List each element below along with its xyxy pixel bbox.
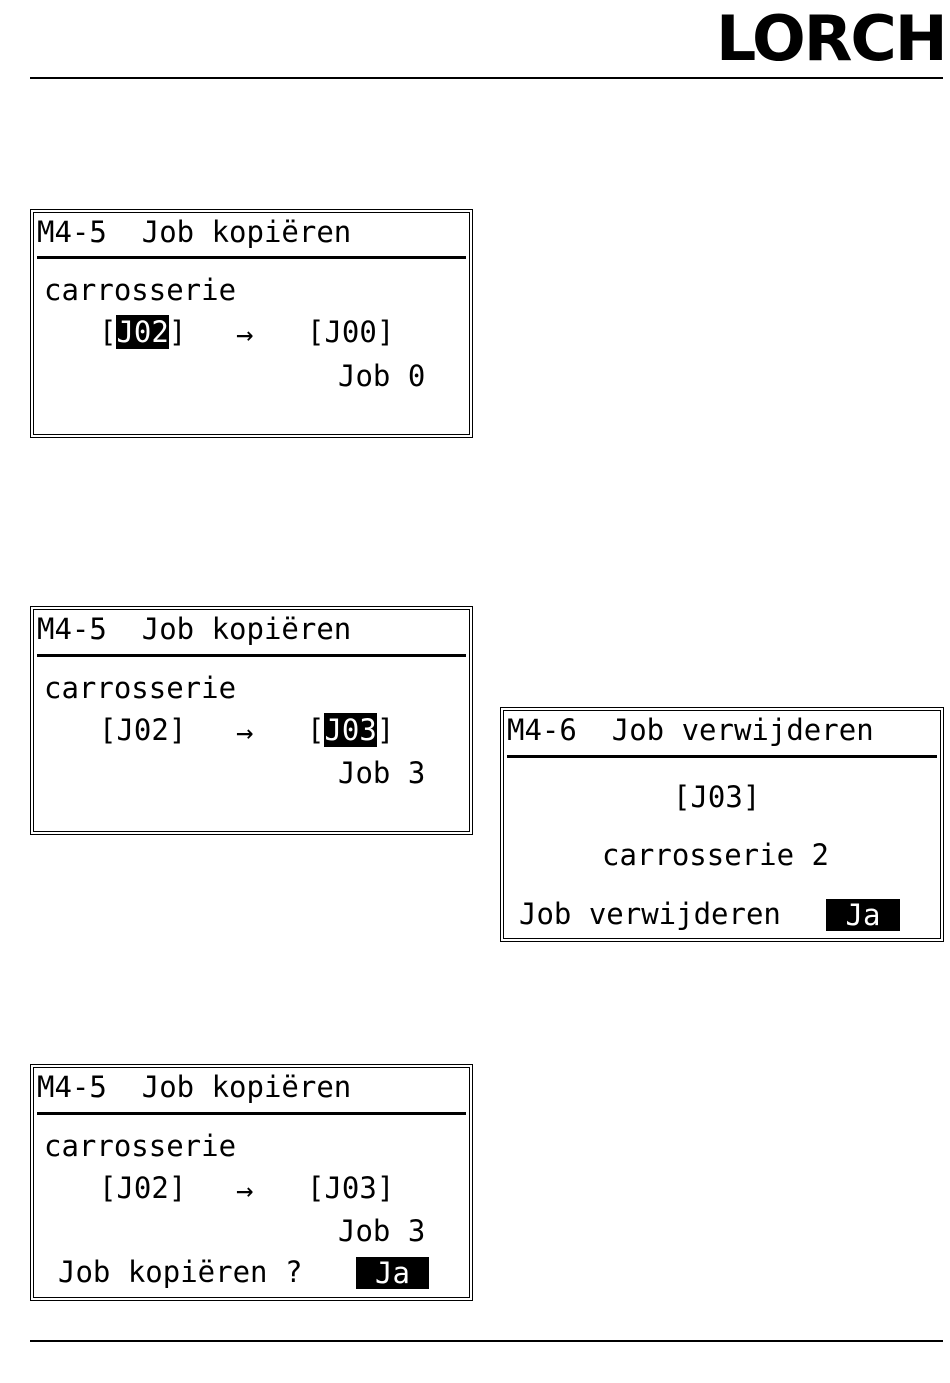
- lcd-delete-job: M4-6 Job verwijderen [J03] carrosserie 2…: [500, 707, 944, 942]
- lorch-logo: LORCH: [716, 8, 946, 70]
- title-divider: [37, 256, 466, 259]
- job-name: carrosserie: [44, 674, 236, 703]
- source-job-field[interactable]: [J02]: [99, 318, 186, 347]
- arrow-icon: →: [236, 320, 253, 349]
- title-divider: [507, 755, 937, 758]
- header-rule: [30, 77, 943, 79]
- job-name: carrosserie: [44, 1132, 236, 1161]
- source-job-cursor[interactable]: J02: [116, 315, 168, 349]
- lcd-copy-source-select: M4-5 Job kopiëren carrosserie [J02] → [J…: [30, 209, 473, 438]
- target-job-label: Job 3: [338, 1217, 425, 1246]
- arrow-icon: →: [236, 718, 253, 747]
- source-job-field[interactable]: [J02]: [99, 716, 186, 745]
- lcd-copy-target-select: M4-5 Job kopiëren carrosserie [J02] → [J…: [30, 606, 473, 835]
- lcd-title: M4-5 Job kopiëren: [37, 1073, 351, 1102]
- delete-job-id: [J03]: [673, 783, 760, 812]
- source-job-field[interactable]: [J02]: [99, 1174, 186, 1203]
- target-job-cursor[interactable]: J03: [324, 713, 376, 747]
- delete-prompt: Job verwijderen: [519, 900, 781, 929]
- target-job-field[interactable]: [J03]: [307, 716, 394, 745]
- lcd-title: M4-6 Job verwijderen: [507, 716, 874, 745]
- lcd-title: M4-5 Job kopiëren: [37, 218, 351, 247]
- target-job-label: Job 0: [338, 362, 425, 391]
- target-job-label: Job 3: [338, 759, 425, 788]
- title-divider: [37, 654, 466, 657]
- footer-rule: [30, 1340, 943, 1342]
- lcd-title: M4-5 Job kopiëren: [37, 615, 351, 644]
- target-job-field[interactable]: [J03]: [307, 1174, 394, 1203]
- delete-confirm-button[interactable]: Ja: [826, 899, 900, 931]
- job-name: carrosserie: [44, 276, 236, 305]
- arrow-icon: →: [236, 1176, 253, 1205]
- delete-job-name: carrosserie 2: [602, 841, 829, 870]
- title-divider: [37, 1112, 466, 1115]
- target-job-field[interactable]: [J00]: [307, 318, 394, 347]
- copy-confirm-button[interactable]: Ja: [356, 1257, 429, 1289]
- copy-prompt: Job kopiëren ?: [58, 1258, 302, 1287]
- lcd-copy-confirm: M4-5 Job kopiëren carrosserie [J02] → [J…: [30, 1064, 473, 1301]
